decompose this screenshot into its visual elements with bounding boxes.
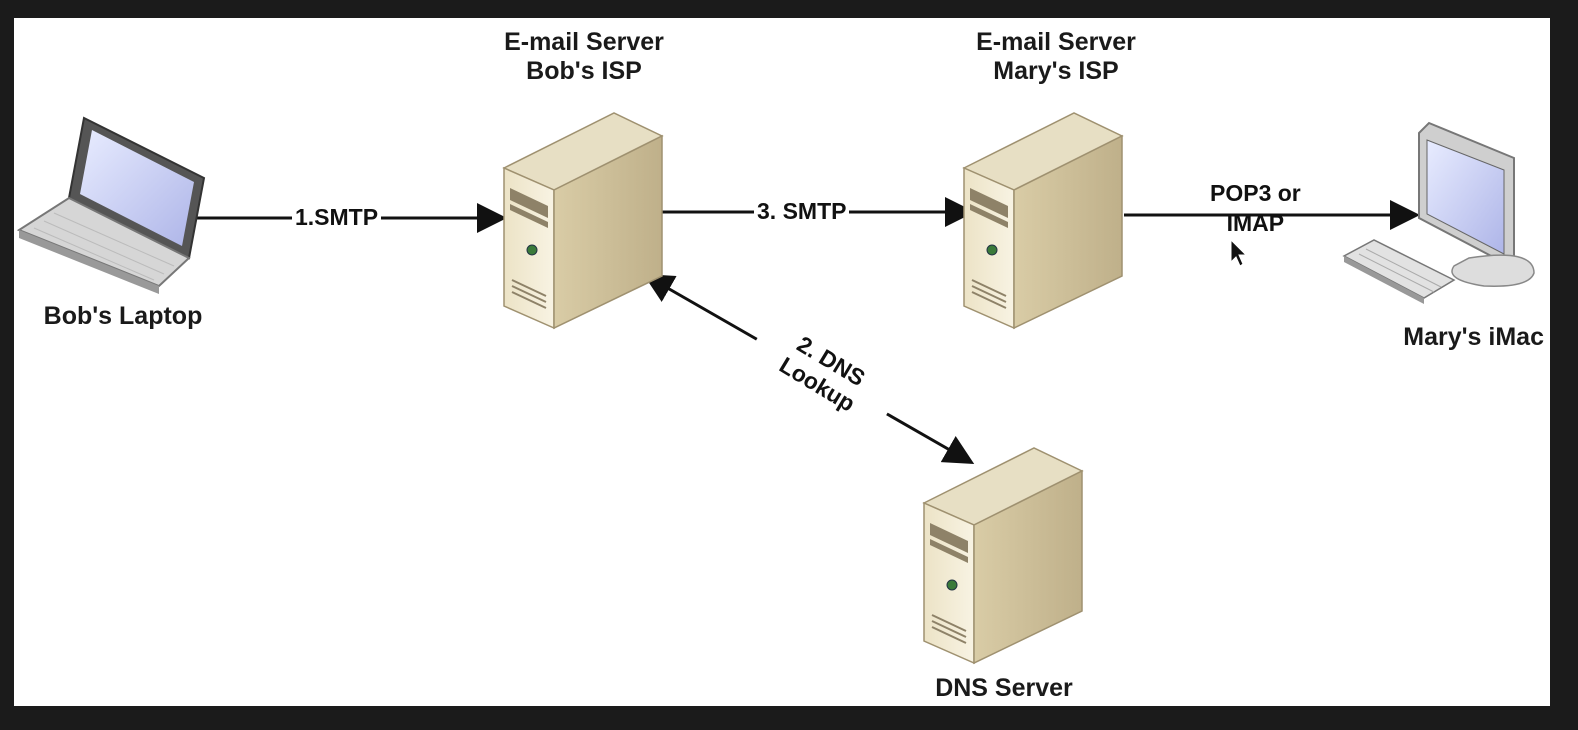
laptop-icon: [16, 116, 206, 294]
bobs-server-line2: Bob's ISP: [526, 57, 642, 85]
marys-imac-label: Mary's iMac: [1403, 323, 1544, 351]
node-label-bobs-laptop: Bob's Laptop: [18, 302, 228, 331]
server-icon: [922, 447, 1084, 665]
edge-label-smtp3: 3. SMTP: [754, 198, 850, 225]
node-label-dns-server: DNS Server: [904, 674, 1104, 703]
bobs-server-line1: E-mail Server: [504, 28, 664, 56]
node-label-marys-server: E-mail Server Mary's ISP: [946, 28, 1166, 86]
diagram-graphics: [16, 112, 1535, 665]
server-icon: [502, 112, 664, 330]
edge-label-pop: POP3 or IMAP: [1207, 178, 1304, 238]
diagram-canvas: Bob's Laptop E-mail Server Bob's ISP E-m…: [14, 18, 1550, 706]
bobs-laptop-label: Bob's Laptop: [43, 302, 203, 330]
node-label-bobs-server: E-mail Server Bob's ISP: [484, 28, 684, 86]
cursor-icon: [1230, 238, 1248, 267]
marys-server-line2: Mary's ISP: [993, 57, 1119, 85]
desktop-computer-icon: [1342, 121, 1535, 304]
server-icon: [962, 112, 1124, 330]
edge-label-pop-line2: IMAP: [1226, 210, 1285, 236]
node-label-marys-imac: Mary's iMac: [1344, 323, 1544, 352]
edge-label-smtp1: 1.SMTP: [292, 204, 382, 231]
dns-server-label: DNS Server: [935, 674, 1073, 702]
marys-server-line1: E-mail Server: [976, 28, 1136, 56]
edge-label-pop-line1: POP3 or: [1210, 178, 1301, 208]
